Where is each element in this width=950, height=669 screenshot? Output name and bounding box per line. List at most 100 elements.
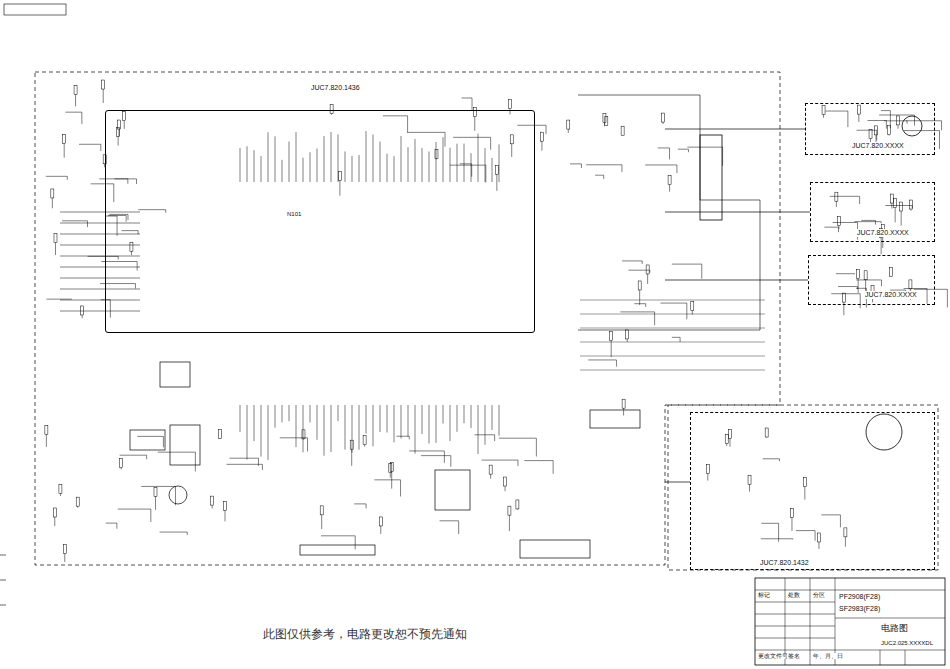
schematic-line	[354, 504, 366, 509]
ic-pin	[373, 135, 374, 182]
ic-pin	[450, 405, 451, 441]
schematic-line	[634, 304, 645, 307]
schematic-line	[857, 130, 877, 140]
resistor-symbol	[894, 199, 897, 208]
wire	[578, 95, 760, 330]
ic-pin	[450, 148, 451, 182]
schematic-line	[109, 214, 128, 220]
schematic-line	[824, 227, 838, 232]
resistor-symbol	[508, 100, 511, 109]
schematic-line	[60, 256, 140, 257]
schematic-line	[60, 234, 140, 235]
ic-pin	[415, 139, 416, 182]
schematic-line	[821, 515, 840, 527]
ic-pin	[352, 405, 353, 453]
resistor-symbol	[900, 202, 903, 211]
schematic-line	[622, 261, 642, 264]
schematic-line	[517, 508, 518, 510]
schematic-line	[496, 174, 497, 191]
schematic-line	[52, 198, 53, 208]
ic-pin	[289, 405, 290, 421]
schematic-line	[482, 460, 518, 466]
resistor-symbol	[350, 440, 353, 449]
schematic-line	[364, 445, 365, 447]
ic-pin	[338, 405, 339, 421]
schematic-line	[580, 356, 765, 357]
ic-pin	[443, 137, 444, 182]
ic-pin	[310, 405, 311, 423]
schematic-line	[450, 165, 486, 182]
resistor-symbol	[117, 120, 120, 129]
schematic-line	[729, 438, 730, 446]
ic-pin	[464, 144, 465, 182]
schematic-line	[460, 164, 472, 177]
board-label: JUC7.820.XXXX	[851, 142, 905, 150]
schematic-line	[628, 270, 649, 273]
schematic-line	[46, 176, 67, 179]
board-outline	[35, 72, 780, 565]
schematic-line	[103, 89, 104, 103]
schematic-line	[396, 436, 409, 439]
ic-pin	[457, 144, 458, 182]
resistor-symbol	[510, 135, 513, 144]
schematic-line	[60, 278, 140, 279]
resistor-symbol	[508, 506, 511, 515]
ic-symbol	[160, 362, 190, 387]
schematic-line	[517, 125, 546, 134]
schematic-line	[687, 147, 722, 166]
ic-pin	[345, 405, 346, 450]
module-board: JUC7.820.XXXX	[805, 103, 935, 155]
schematic-line	[440, 521, 459, 534]
schematic-line	[524, 461, 553, 474]
ic-pin	[464, 405, 465, 423]
connector-symbol	[520, 540, 590, 558]
ic-pin	[275, 405, 276, 428]
table-cell: 更改文件号	[757, 653, 789, 659]
schematic-line	[804, 487, 805, 500]
schematic-line	[138, 210, 166, 213]
ic-pin	[324, 405, 325, 456]
table-cell: 签名	[787, 653, 801, 659]
ic-pin	[268, 405, 269, 460]
schematic-line	[408, 132, 445, 146]
schematic-line	[351, 449, 352, 466]
board-label: JUC7.820.1436	[310, 84, 361, 92]
ic-pin	[366, 131, 367, 182]
resistor-symbol	[102, 80, 105, 89]
schematic-line	[220, 438, 221, 440]
ic-pin	[282, 405, 283, 422]
resistor-symbol	[748, 475, 751, 484]
resistor-symbol	[473, 108, 476, 117]
ic-box: N101	[105, 110, 535, 333]
resistor-symbol	[123, 112, 126, 121]
ic-pin	[394, 156, 395, 182]
ic-pin	[485, 405, 486, 445]
ic-pin	[345, 151, 346, 182]
resistor-symbol	[302, 430, 305, 439]
ic-pin	[366, 405, 367, 434]
resistor-symbol	[725, 435, 728, 444]
schematic-line	[60, 289, 140, 290]
ic-pin	[429, 152, 430, 182]
schematic-line	[280, 438, 308, 452]
ic-pin	[436, 142, 437, 182]
ic-pin	[401, 136, 402, 182]
resistor-symbol	[54, 234, 57, 243]
schematic-line	[749, 484, 750, 491]
resistor-symbol	[390, 463, 393, 472]
schematic-line	[331, 114, 332, 115]
resistor-symbol	[320, 506, 323, 515]
ic-pin	[443, 405, 444, 423]
schematic-line	[611, 341, 612, 358]
title-block	[755, 578, 945, 665]
resistor-symbol	[844, 528, 847, 537]
schematic-line	[580, 314, 765, 315]
resistor-symbol	[622, 399, 625, 408]
ic-pin	[436, 405, 437, 443]
schematic-line	[230, 458, 259, 466]
module-board: JUC7.820.XXXX	[808, 255, 935, 305]
resistor-symbol	[842, 293, 845, 302]
table-cell: JUC2.025.XXXXDL	[880, 640, 934, 647]
schematic-line	[672, 337, 680, 342]
schematic-line	[390, 473, 391, 478]
